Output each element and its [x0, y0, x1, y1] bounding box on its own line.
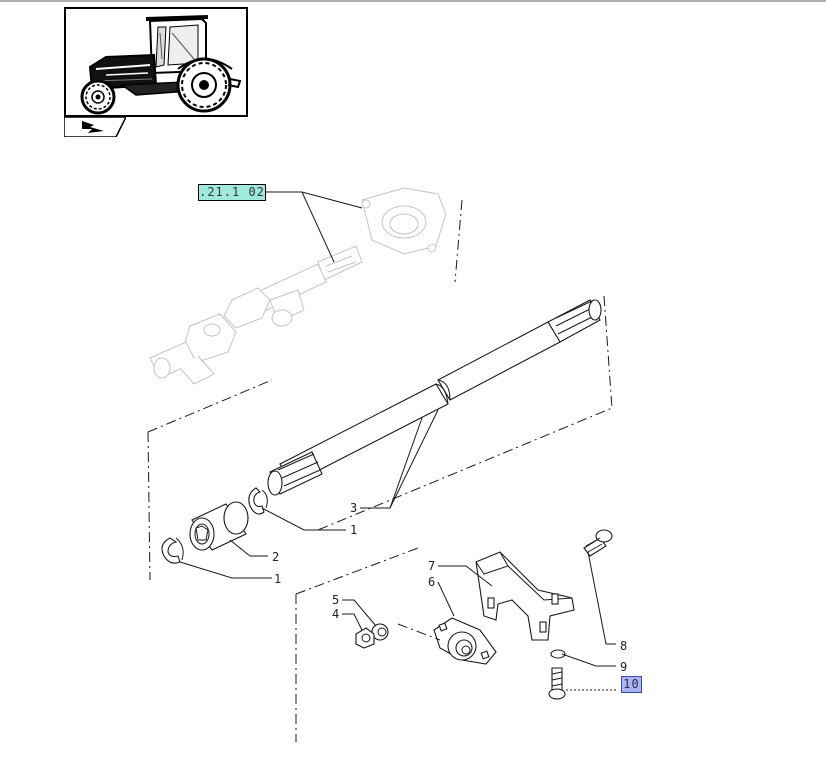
- callout-4[interactable]: 4: [332, 607, 339, 621]
- tractor-overview-thumbnail[interactable]: [64, 7, 248, 117]
- leader-1b: [179, 561, 272, 579]
- ghost-upper-shaft-assembly: [149, 187, 463, 385]
- leader-2: [229, 539, 268, 557]
- callout-9[interactable]: 9: [620, 660, 627, 674]
- snap-ring-upper: [248, 487, 268, 515]
- reference-link-tag[interactable]: .21.1 02: [198, 184, 266, 201]
- ref-leader-b: [301, 191, 335, 263]
- coupling-sleeve: [189, 501, 249, 551]
- shaft-frame-left: [147, 431, 151, 581]
- assembly-axis: [397, 623, 441, 641]
- support-bracket: [475, 551, 575, 641]
- callout-3[interactable]: 3: [350, 501, 357, 515]
- top-divider: [0, 0, 826, 2]
- leader-8: [587, 551, 616, 645]
- shaft-frame-top: [147, 379, 273, 433]
- callout-7[interactable]: 7: [428, 559, 435, 573]
- snap-ring-lower: [161, 537, 184, 564]
- nut: [355, 627, 375, 649]
- leader-9: [561, 653, 616, 667]
- callout-1-lower[interactable]: 1: [274, 572, 281, 586]
- leader-6: [437, 581, 455, 617]
- thumbnail-tab[interactable]: [63, 116, 128, 138]
- shaft-frame-right: [317, 295, 613, 531]
- washer: [371, 623, 389, 641]
- mount-frame-top: [295, 547, 419, 595]
- tractor-icon: [80, 15, 242, 115]
- callout-10-highlighted[interactable]: 10: [621, 676, 642, 693]
- flange-bearing: [433, 617, 497, 665]
- intermediate-shaft: [267, 299, 602, 496]
- leader-4: [342, 613, 363, 631]
- lock-washer: [550, 649, 566, 659]
- callout-8[interactable]: 8: [620, 639, 627, 653]
- bolt-lower: [548, 667, 566, 700]
- leader-5: [342, 599, 377, 627]
- callout-1-upper[interactable]: 1: [350, 523, 357, 537]
- callout-5[interactable]: 5: [332, 593, 339, 607]
- leader-3b: [389, 409, 439, 509]
- leader-7: [438, 565, 493, 587]
- ref-leader-a: [266, 191, 363, 209]
- callout-2[interactable]: 2: [272, 550, 279, 564]
- leader-1a: [261, 507, 346, 531]
- callout-6[interactable]: 6: [428, 575, 435, 589]
